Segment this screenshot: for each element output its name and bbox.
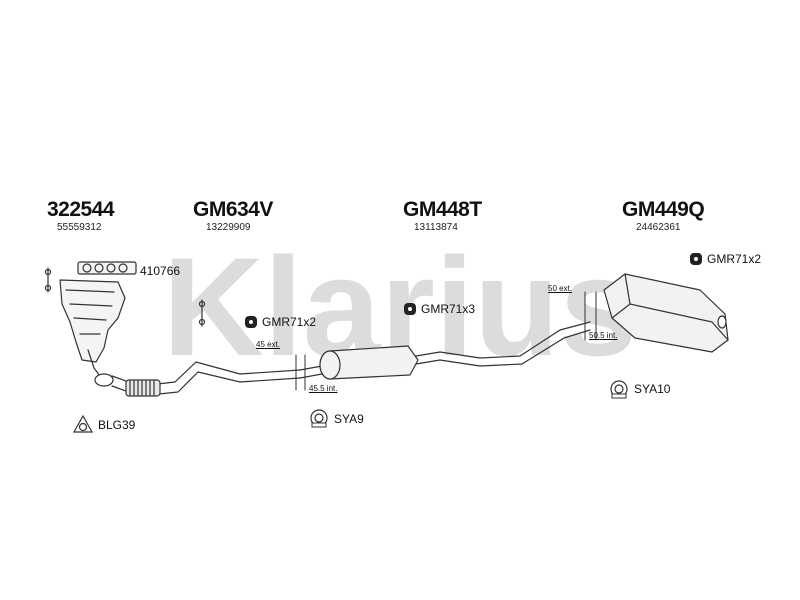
flange-gasket-icon [72, 414, 94, 433]
front-int-dimension: 45.5 int. [309, 384, 338, 393]
clamp-mid-label: SYA9 [334, 412, 364, 426]
flange-gasket-label: BLG39 [98, 418, 136, 432]
rubber-mount-icon [245, 316, 257, 328]
rubber-mount-icon [404, 303, 416, 315]
oem-number-middle-silencer: 13113874 [414, 222, 458, 233]
part-code-rear-silencer: GM449Q [622, 198, 705, 221]
mount-rear-label: GMR71x2 [707, 252, 762, 266]
mount-front-label: GMR71x2 [262, 315, 317, 329]
front-ext-dimension: 45 ext. [256, 340, 281, 349]
manifold-gasket [77, 261, 137, 275]
clamp-rear-label: SYA10 [634, 382, 671, 396]
rear-silencer [603, 273, 729, 353]
rear-int-dimension: 50.5 int. [589, 331, 618, 340]
front-pipe [94, 299, 301, 397]
rubber-mount-icon [690, 253, 702, 265]
part-code-front-pipe: GM634V [193, 198, 273, 221]
rear-ext-dimension: 50 ext. [548, 284, 573, 293]
oem-number-front-pipe: 13229909 [206, 222, 251, 233]
gasket-label: 410766 [140, 264, 181, 278]
part-code-catalyst: 322544 [47, 198, 115, 221]
oem-number-rear-silencer: 24462361 [636, 222, 681, 233]
oem-number-catalyst: 55559312 [57, 222, 102, 233]
mount-mid-label: GMR71x3 [421, 302, 476, 316]
catalyst-manifold [44, 267, 126, 377]
clamp-icon [610, 380, 628, 399]
clamp-icon [310, 409, 328, 428]
part-code-middle-silencer: GM448T [403, 198, 482, 221]
middle-silencer [299, 321, 591, 380]
